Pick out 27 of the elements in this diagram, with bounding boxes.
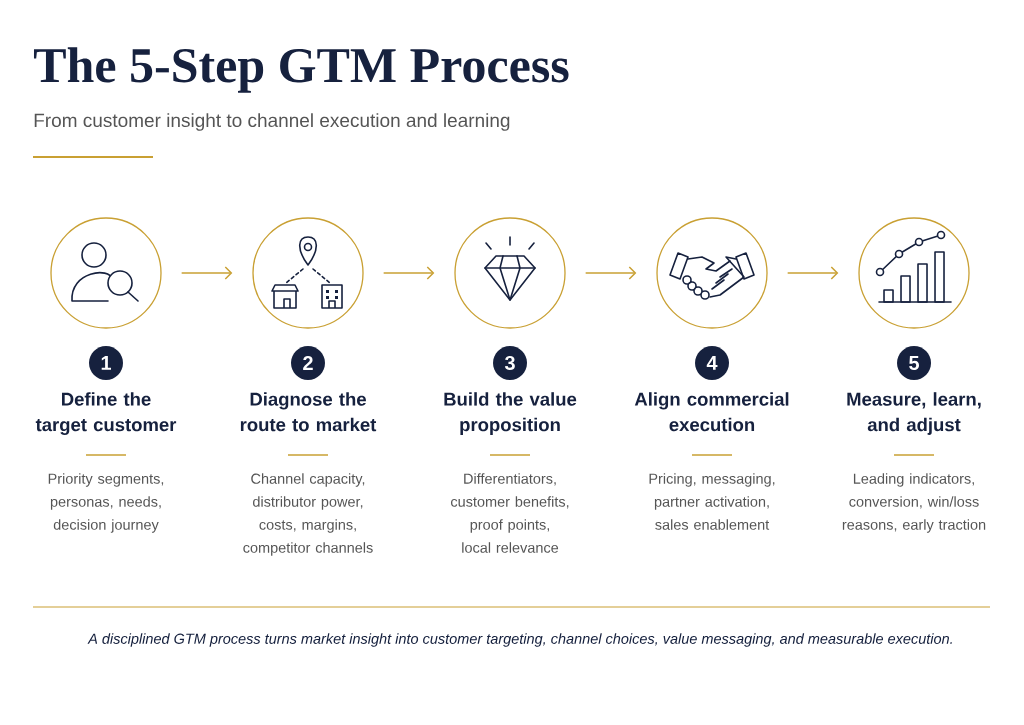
arrow (584, 266, 637, 280)
step-description: Pricing, messaging, partner activation, sales enablement (649, 473, 775, 530)
icon-circle (656, 217, 768, 329)
number-badge: 5 (897, 346, 931, 380)
step-heading: Define the target customer (35, 392, 177, 435)
number-badge: 2 (291, 346, 325, 380)
arrow (786, 266, 839, 280)
step-description: Leading indicators, conversion, win/loss reasons, early traction (842, 473, 986, 533)
step-heading: Measure, learn, and adjust (847, 392, 981, 435)
caption: A disciplined GTM process turns market insight into customer targeting, channel choices, value messaging, and measurable execution. (87, 633, 952, 647)
step-description: Channel capacity, distributor power, costs, margins, competitor channels (243, 473, 373, 556)
icon-circle (858, 217, 970, 329)
icon-circle (50, 217, 162, 329)
number-badge: 3 (493, 346, 527, 380)
step-heading: Align commercial execution (634, 392, 789, 432)
number-badge: 4 (695, 346, 729, 380)
step-description: Differentiators, customer benefits, proof points, local relevance (451, 473, 569, 553)
arrow (180, 266, 233, 280)
arrow (382, 266, 435, 280)
number-badge: 1 (89, 346, 123, 380)
title: The 5-Step GTM Process (34, 47, 569, 93)
subtitle: From customer insight to channel execution and learning (34, 113, 510, 131)
step-description: Priority segments, personas, needs, decision journey (48, 473, 164, 533)
icon-circle (454, 217, 566, 329)
icon-circle (252, 217, 364, 329)
step-heading: Diagnose the route to market (240, 392, 377, 432)
step-heading: Build the value proposition (444, 392, 577, 435)
